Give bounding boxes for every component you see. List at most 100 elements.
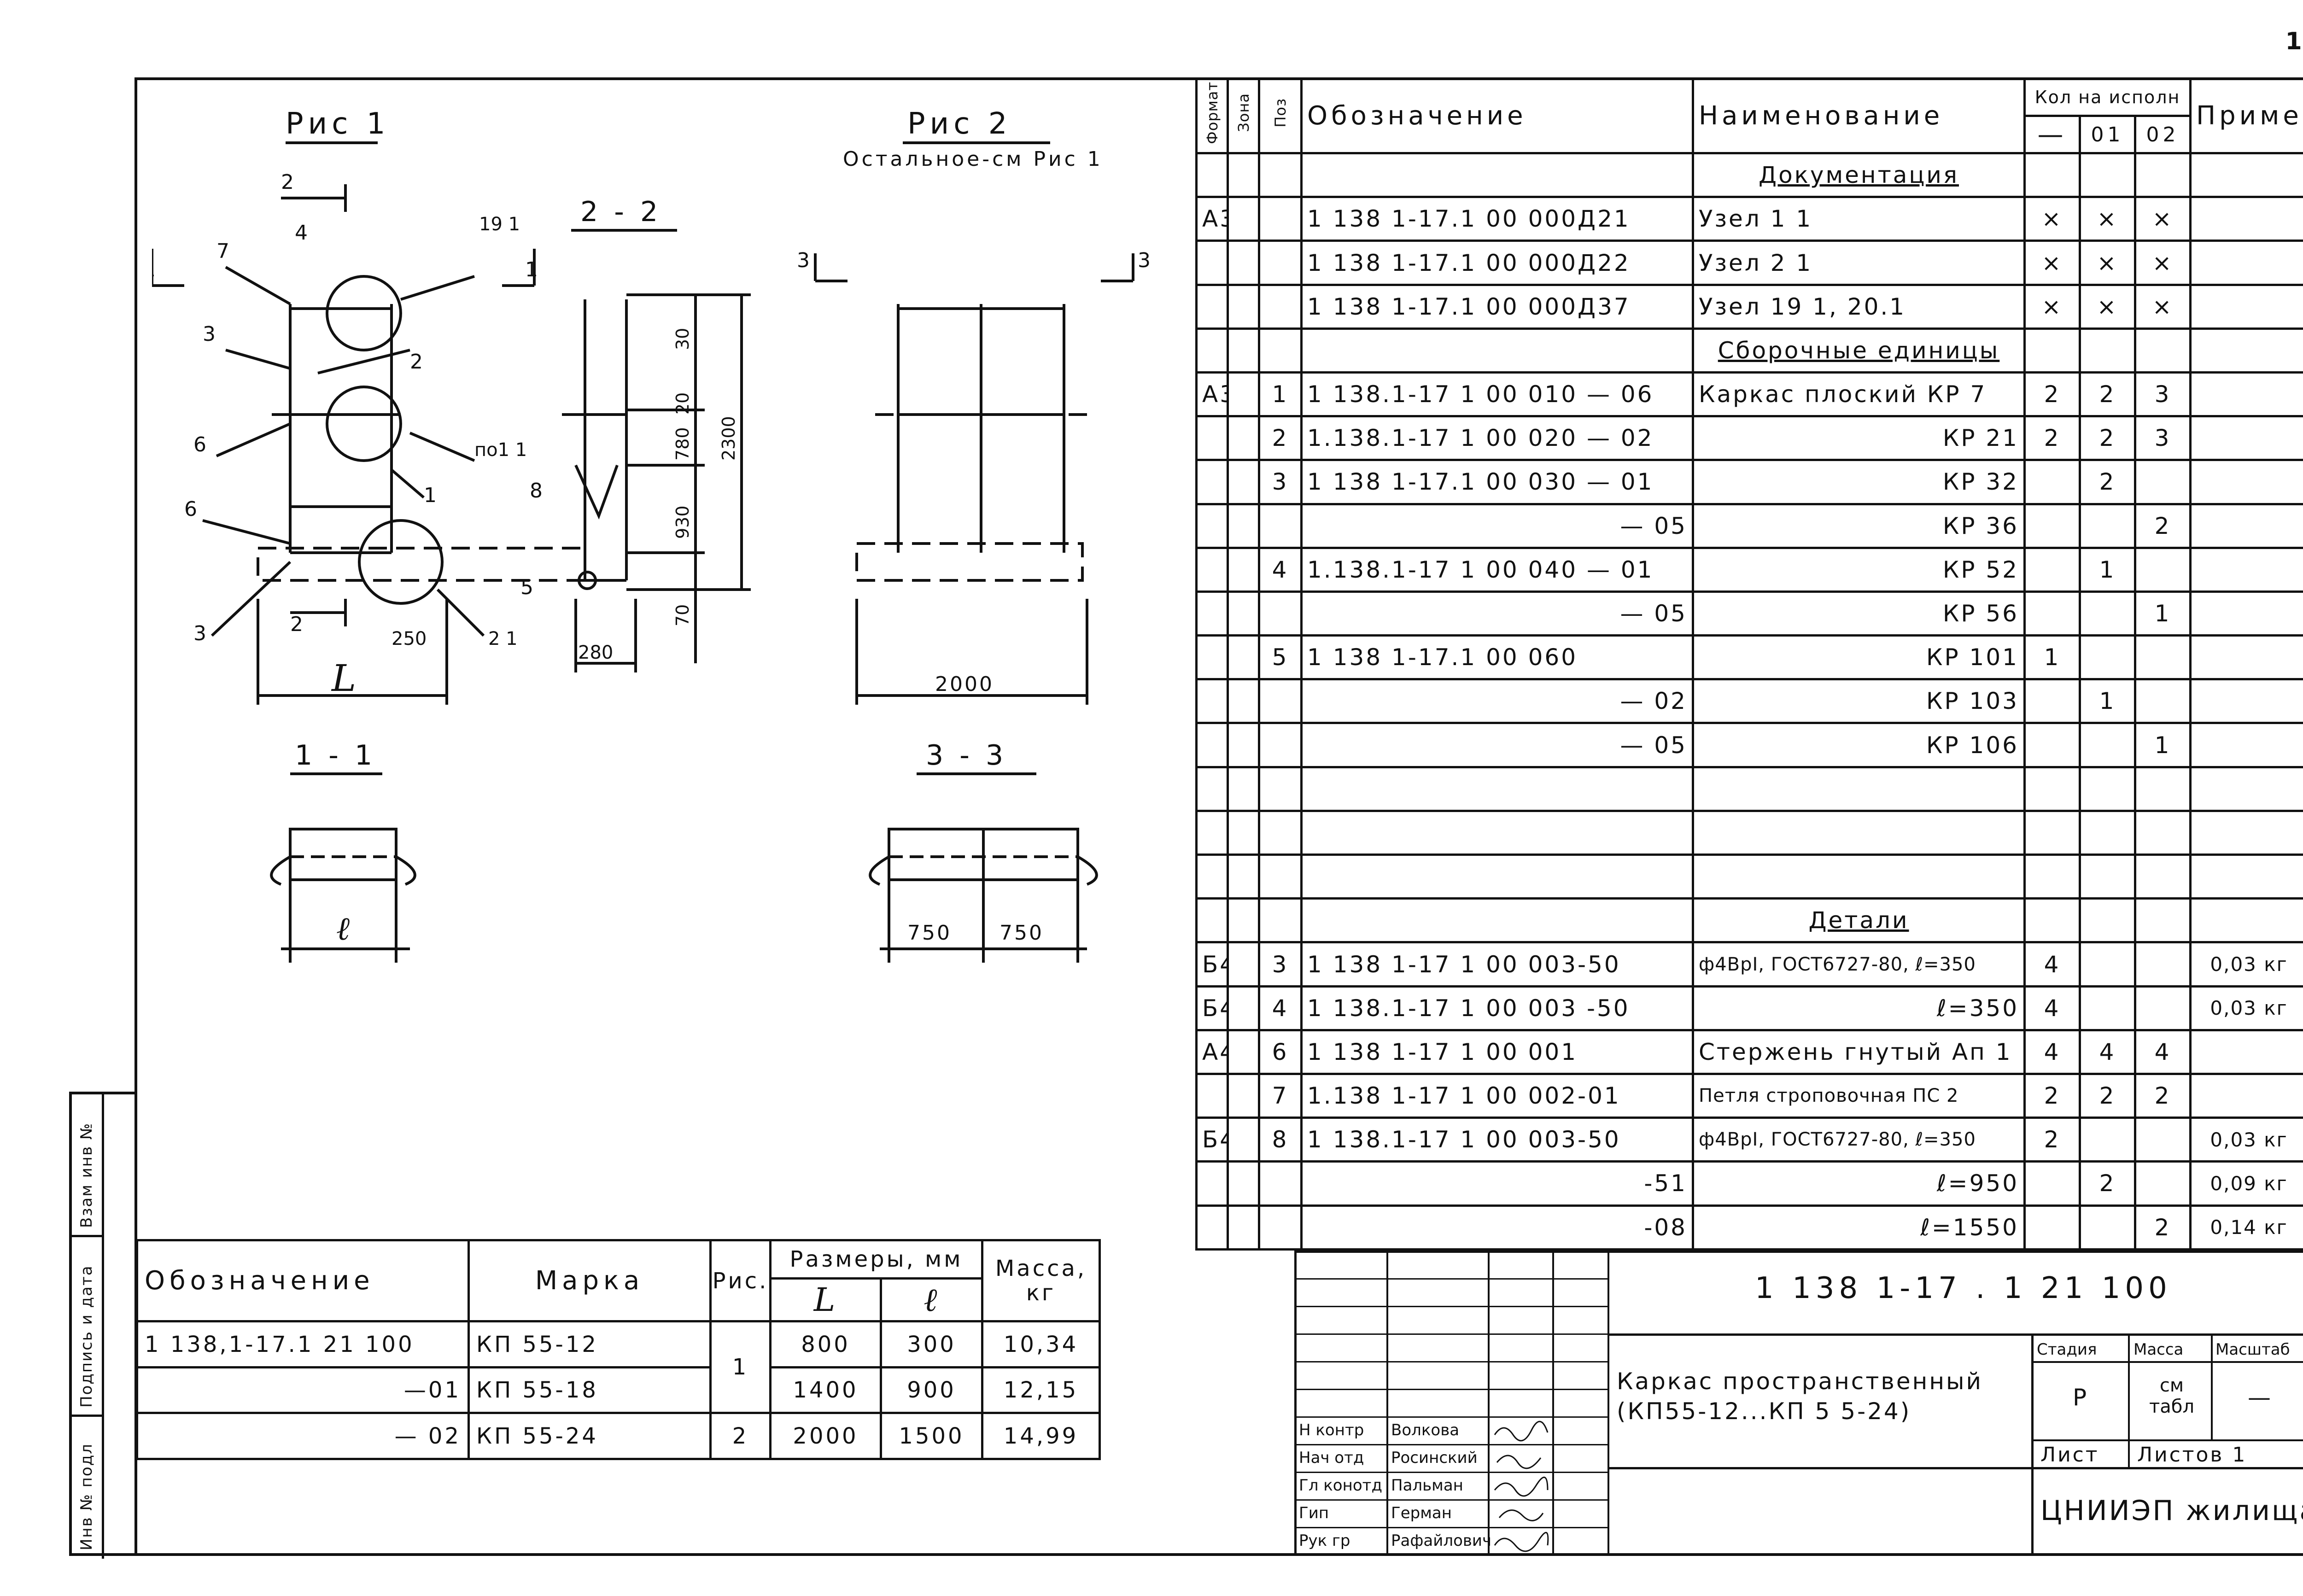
spec-pos-cell — [1258, 722, 1303, 768]
spec-q1-cell: 1 — [2079, 678, 2136, 725]
signer-name-3: Пальман — [1391, 1476, 1463, 1495]
spec-des-cell — [1300, 327, 1694, 374]
spec-name-cell — [1692, 766, 2026, 812]
spec-q2-cell — [2133, 897, 2192, 944]
spec-q0-cell: 2 — [2023, 1072, 2081, 1119]
section-2-2-title: 2 - 2 — [580, 196, 661, 228]
marks-row-1-mark: КП 55-12 — [468, 1320, 712, 1368]
spec-name-cell: ℓ=950 — [1692, 1160, 2026, 1207]
callout-3: 3 — [203, 322, 216, 346]
spec-designation-cell: 1 138 1-17 1 00 003-50 — [1300, 941, 1694, 988]
spec-q0-cell — [2023, 854, 2081, 900]
col-name-header: Наименование — [1692, 77, 2026, 155]
spec-format-cell — [1195, 546, 1229, 593]
spec-name-cell: КР 36 — [1692, 503, 2026, 549]
section-1-1-title: 1 - 1 — [295, 739, 376, 772]
spec-pos-cell — [1258, 854, 1303, 900]
marks-col-designation: Обозначение — [136, 1239, 470, 1323]
spec-q0-cell: 2 — [2023, 415, 2081, 462]
spec-name-cell: Узел 2 1 — [1692, 240, 2026, 286]
marks-row-1-L: 800 — [769, 1320, 882, 1368]
marks-header-row-2: L ℓ — [137, 1277, 1100, 1323]
spec-zone-cell — [1227, 283, 1260, 330]
marks-row-1-l: 300 — [880, 1320, 983, 1368]
spec-name-cell: Узел 1 1 — [1692, 196, 2026, 242]
col-format-header: Формат — [1203, 81, 1221, 144]
spec-note-cell — [2189, 283, 2303, 330]
marks-row-3-mark: КП 55-24 — [468, 1412, 712, 1460]
marks-col-L: L — [769, 1277, 882, 1323]
spec-name-cell: КР 101 — [1692, 634, 2026, 681]
marks-table: Обозначение Марка Рис. Размеры, мм Масса… — [136, 1239, 1101, 1460]
spec-zone-cell — [1227, 503, 1260, 549]
spec-designation-cell: — 05 — [1300, 503, 1694, 549]
spec-format-cell — [1195, 634, 1229, 681]
spec-zone-cell — [1227, 1160, 1260, 1207]
spec-q2-cell — [2133, 459, 2192, 505]
spec-q1-cell: 2 — [2079, 1160, 2136, 1207]
spec-name-cell — [1692, 854, 2026, 900]
spec-designation-cell: 1 138.1-17 1 00 010 — 06 — [1300, 371, 1694, 418]
spec-note-cell: 0,14 кг — [2189, 1204, 2303, 1251]
spec-name-cell: ф4ВрI, ГОСТ6727-80, ℓ=350 — [1692, 1117, 2026, 1163]
spec-q0-cell — [2023, 459, 2081, 505]
spec-format-cell — [1195, 503, 1229, 549]
spec-q0-cell — [2023, 722, 2081, 768]
spec-q2-cell: 3 — [2133, 415, 2192, 462]
spec-designation-cell: — 05 — [1300, 722, 1694, 768]
spec-q2-cell: 4 — [2133, 1029, 2192, 1075]
spec-note-cell — [2189, 722, 2303, 768]
doc-code: 1 138 1-17 . 1 21 100 — [1755, 1271, 2172, 1305]
callout-2: 2 — [410, 350, 423, 374]
spec-q2-cell: 3 — [2133, 371, 2192, 418]
spec-format-cell — [1195, 722, 1229, 768]
spec-format-cell — [1195, 152, 1229, 199]
spec-zone-cell — [1227, 941, 1260, 988]
side-label-inv: Взам инв № — [77, 1122, 96, 1228]
spec-q1-cell: 2 — [2079, 415, 2136, 462]
spec-name-cell: Каркас плоский КР 7 — [1692, 371, 2026, 418]
col-designation-header: Обозначение — [1300, 77, 1694, 155]
section-3-3-title: 3 - 3 — [926, 739, 1007, 772]
dim-750-left: 750 — [907, 921, 952, 945]
spec-section-row: Документация — [1195, 152, 2303, 199]
spec-pos-cell — [1258, 590, 1303, 637]
spec-q0-cell: 1 — [2023, 634, 2081, 681]
spec-format-cell: Б4 — [1195, 985, 1229, 1031]
spec-pos-cell — [1258, 678, 1303, 725]
side-cell-podl: Инв № подл — [72, 1417, 104, 1559]
spec-q2-cell — [2133, 854, 2192, 900]
spec-q1-cell: 2 — [2079, 371, 2136, 418]
spec-zone-cell — [1227, 634, 1260, 681]
spec-designation-cell: 1 138 1-17 1 00 001 — [1300, 1029, 1694, 1075]
spec-note-cell — [2189, 546, 2303, 593]
spec-zone-cell — [1227, 590, 1260, 637]
spec-pos-cell: 5 — [1258, 634, 1303, 681]
sheets-label: Листов 1 — [2137, 1443, 2247, 1467]
callout-7: 7 — [216, 240, 229, 263]
marks-fig-2: 2 — [709, 1412, 772, 1460]
spec-zone-cell — [1227, 1117, 1260, 1163]
spec-format-cell — [1195, 854, 1229, 900]
marks-row: 1 138,1-17.1 21 100 КП 55-12 1 800 300 1… — [136, 1320, 1101, 1415]
spec-q0-cell — [2023, 590, 2081, 637]
spec-name-cell: КР 52 — [1692, 546, 2026, 593]
spec-row — [1195, 766, 2303, 812]
spec-q2-cell — [2133, 327, 2192, 374]
spec-q2-cell — [2133, 1160, 2192, 1207]
page-number: 119 — [2285, 28, 2303, 55]
spec-zone-cell — [1227, 809, 1260, 856]
spec-note-cell — [2189, 590, 2303, 637]
col-q0-header: — — [2023, 115, 2081, 155]
spec-q2-cell: × — [2133, 240, 2192, 286]
fig2-title: Рис 2 — [907, 107, 1011, 141]
spec-name-cell: КР 56 — [1692, 590, 2026, 637]
spec-q0-cell — [2023, 1204, 2081, 1251]
spec-pos-cell: 4 — [1258, 985, 1303, 1031]
